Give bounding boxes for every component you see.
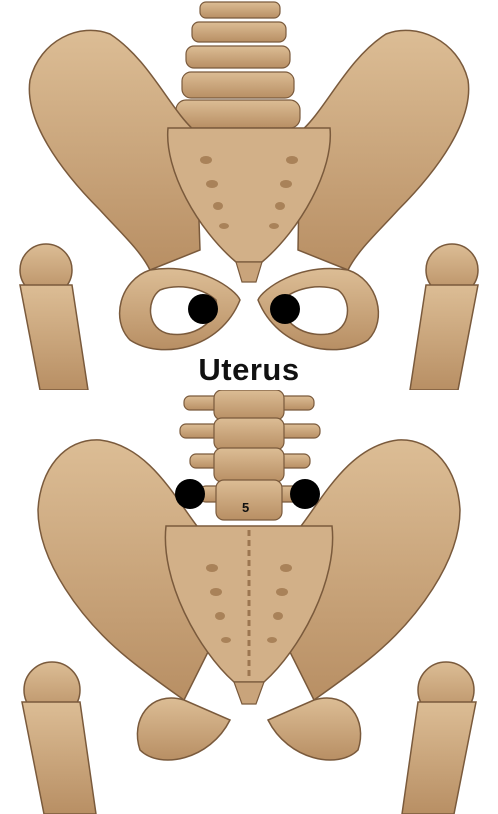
marker-back-right	[290, 479, 320, 509]
diagram-title: Uterus	[198, 352, 300, 387]
femurs-posterior	[21, 661, 477, 814]
pelvis-posterior-illustration	[21, 390, 477, 814]
left-ilium	[28, 29, 201, 271]
lumbar-spine-posterior	[179, 390, 321, 521]
right-ilium	[297, 29, 470, 271]
right-ischium	[266, 697, 362, 761]
coccyx	[235, 261, 263, 283]
marker-back-left	[175, 479, 205, 509]
posterior-sacral-foramina	[206, 564, 292, 643]
marker-front-right	[270, 294, 300, 324]
pelvis-posterior-view: 5	[0, 390, 498, 814]
right-ilium-posterior	[283, 439, 461, 702]
sacral-foramina	[200, 156, 298, 229]
pelvis-anterior-illustration	[19, 1, 479, 390]
left-ischium	[136, 697, 232, 761]
marker-front-left	[188, 294, 218, 324]
right-pubic-ring	[257, 267, 380, 351]
left-pubic-ring	[118, 267, 241, 351]
coccyx-posterior	[233, 681, 265, 705]
femurs	[19, 243, 479, 390]
vertebra-number-label: 5	[242, 500, 250, 515]
pelvis-anterior-view	[0, 0, 498, 390]
left-ilium-posterior	[37, 439, 215, 702]
lumbar-vertebrae	[175, 1, 301, 129]
